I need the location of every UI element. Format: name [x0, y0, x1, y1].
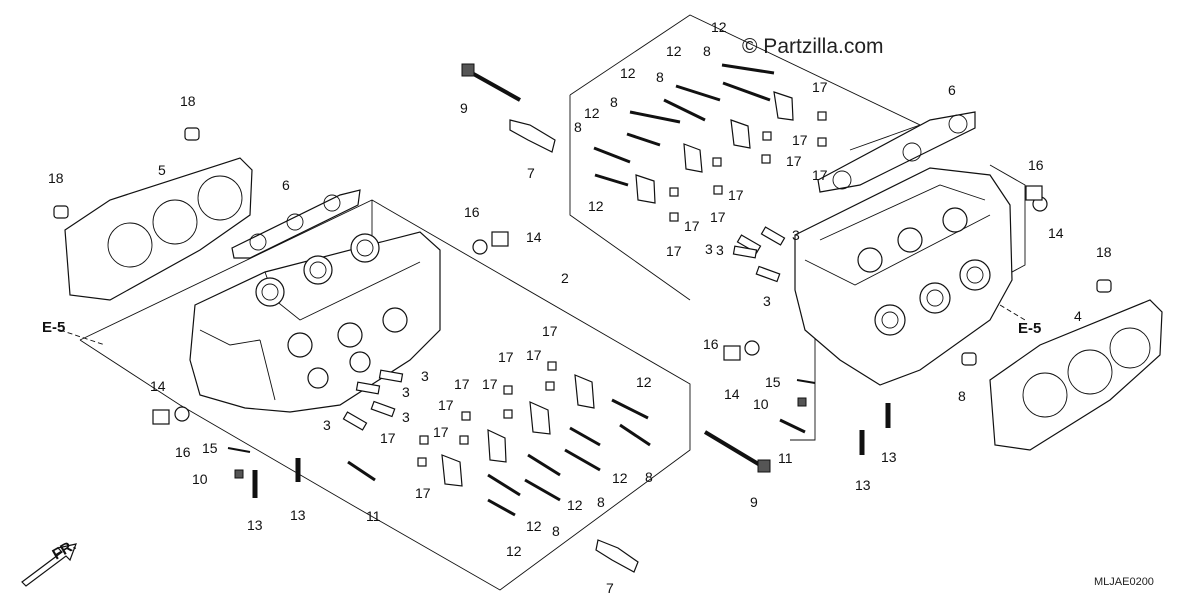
- svg-text:17: 17: [454, 376, 470, 392]
- svg-text:10: 10: [753, 396, 769, 412]
- svg-text:5: 5: [158, 162, 166, 178]
- svg-text:17: 17: [812, 167, 828, 183]
- studs-and-bolts: [227, 379, 891, 498]
- svg-text:12: 12: [612, 470, 628, 486]
- svg-text:18: 18: [180, 93, 196, 109]
- ref-left: E-5: [42, 319, 65, 336]
- svg-text:16: 16: [703, 336, 719, 352]
- svg-text:14: 14: [150, 378, 166, 394]
- svg-text:3: 3: [763, 293, 771, 309]
- svg-text:4: 4: [1074, 308, 1082, 324]
- svg-text:17: 17: [482, 376, 498, 392]
- svg-text:8: 8: [656, 69, 664, 85]
- svg-text:16: 16: [464, 204, 480, 220]
- svg-text:6: 6: [282, 177, 290, 193]
- left-exhaust-gasket: [231, 189, 361, 259]
- svg-text:17: 17: [415, 485, 431, 501]
- svg-text:13: 13: [881, 449, 897, 465]
- right-cam-holders: [593, 63, 794, 204]
- svg-text:8: 8: [958, 388, 966, 404]
- svg-text:13: 13: [855, 477, 871, 493]
- svg-text:18: 18: [1096, 244, 1112, 260]
- svg-text:17: 17: [438, 397, 454, 413]
- svg-text:17: 17: [542, 323, 558, 339]
- svg-text:6: 6: [948, 82, 956, 98]
- left-cam-holders: [441, 374, 651, 517]
- svg-text:12: 12: [506, 543, 522, 559]
- svg-text:8: 8: [703, 43, 711, 59]
- svg-text:17: 17: [433, 424, 449, 440]
- svg-text:17: 17: [728, 187, 744, 203]
- svg-text:11: 11: [778, 450, 793, 466]
- plugs-and-seals: [152, 185, 1048, 425]
- svg-text:12: 12: [711, 19, 727, 35]
- svg-text:© Partzilla.com: © Partzilla.com: [742, 35, 884, 58]
- svg-text:13: 13: [247, 517, 263, 533]
- long-bolts: [461, 63, 771, 473]
- svg-text:14: 14: [724, 386, 740, 402]
- right-cylinder-head: [794, 167, 1013, 386]
- svg-text:7: 7: [606, 580, 614, 596]
- svg-text:3: 3: [716, 242, 724, 258]
- svg-text:3: 3: [402, 409, 410, 425]
- svg-text:17: 17: [786, 153, 802, 169]
- guide-pins: [342, 226, 786, 431]
- svg-text:8: 8: [552, 523, 560, 539]
- svg-text:3: 3: [323, 417, 331, 433]
- svg-text:18: 18: [48, 170, 64, 186]
- svg-text:12: 12: [588, 198, 604, 214]
- callout-labels: 2 4 5 6 6 7 7 8 8 8 8 8 8 8 9 9 10 10 11…: [48, 19, 1112, 596]
- partzilla-watermark: © Partzilla.com: [742, 35, 884, 58]
- svg-text:13: 13: [290, 507, 306, 523]
- svg-text:12: 12: [567, 497, 583, 513]
- svg-text:12: 12: [526, 518, 542, 534]
- diagram-code: MLJAE0200: [1094, 576, 1154, 588]
- right-head-gasket: [989, 299, 1163, 451]
- svg-text:7: 7: [527, 165, 535, 181]
- svg-text:2: 2: [561, 270, 569, 286]
- svg-text:8: 8: [574, 119, 582, 135]
- svg-text:17: 17: [812, 79, 828, 95]
- svg-text:17: 17: [666, 243, 682, 259]
- svg-text:16: 16: [1028, 157, 1044, 173]
- svg-text:17: 17: [792, 132, 808, 148]
- front-arrow: FR.: [21, 537, 79, 587]
- svg-text:9: 9: [750, 494, 758, 510]
- svg-text:3: 3: [402, 384, 410, 400]
- svg-text:17: 17: [498, 349, 514, 365]
- assembly-frames: [59, 14, 1026, 591]
- small-dowels: [417, 111, 827, 467]
- svg-text:9: 9: [460, 100, 468, 116]
- left-head-gasket: [64, 157, 253, 301]
- svg-text:12: 12: [620, 65, 636, 81]
- svg-text:14: 14: [1048, 225, 1064, 241]
- svg-text:17: 17: [526, 347, 542, 363]
- svg-text:8: 8: [610, 94, 618, 110]
- svg-text:17: 17: [684, 218, 700, 234]
- svg-text:16: 16: [175, 444, 191, 460]
- spark-plugs: [509, 119, 639, 573]
- dowel-pins: [53, 127, 1112, 366]
- svg-text:12: 12: [584, 105, 600, 121]
- left-cylinder-head: [189, 231, 441, 413]
- svg-text:12: 12: [666, 43, 682, 59]
- svg-text:14: 14: [526, 229, 542, 245]
- svg-text:15: 15: [202, 440, 218, 456]
- svg-text:3: 3: [705, 241, 713, 257]
- svg-text:17: 17: [380, 430, 396, 446]
- svg-text:8: 8: [645, 469, 653, 485]
- svg-text:15: 15: [765, 374, 781, 390]
- svg-text:17: 17: [710, 209, 726, 225]
- right-exhaust-gasket: [817, 111, 976, 193]
- svg-text:10: 10: [192, 471, 208, 487]
- svg-text:3: 3: [792, 227, 800, 243]
- svg-text:12: 12: [636, 374, 652, 390]
- ref-right: E-5: [1018, 320, 1041, 337]
- svg-text:11: 11: [366, 508, 381, 524]
- svg-text:3: 3: [421, 368, 429, 384]
- svg-text:8: 8: [597, 494, 605, 510]
